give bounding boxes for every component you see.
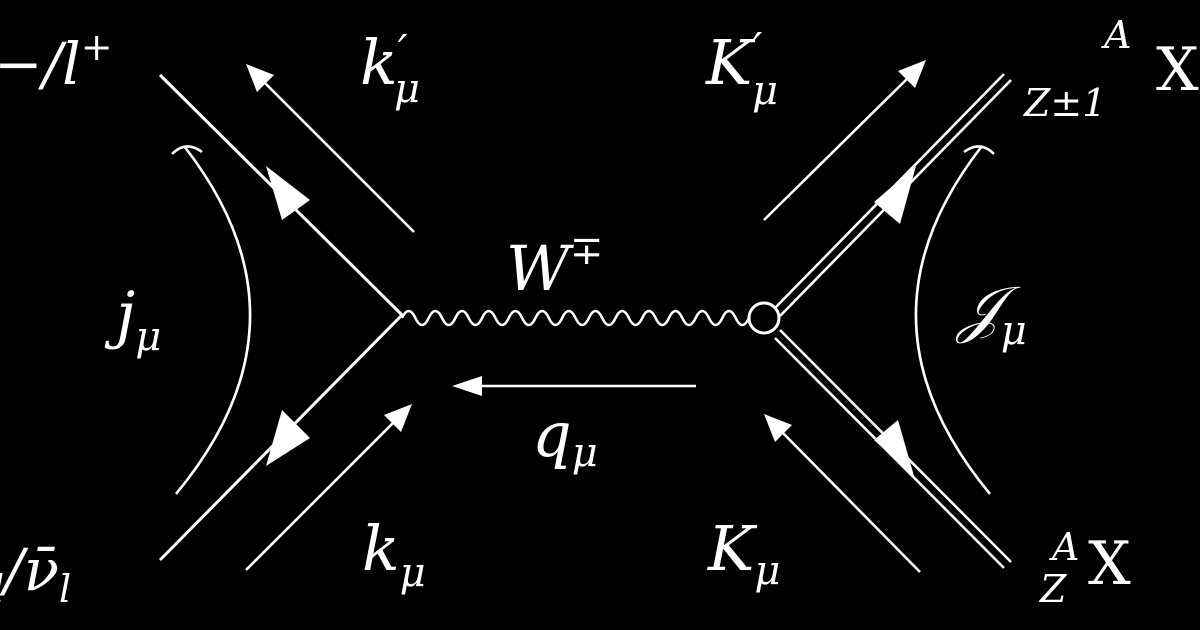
J-current-label: 𝒥μ — [955, 272, 1027, 354]
q-label: qμ — [532, 398, 598, 476]
k-label: kμ — [362, 512, 426, 596]
svg-text:Z: Z — [1039, 567, 1067, 611]
lepton-current-arc-tip — [171, 145, 203, 155]
svg-text:Z±1: Z±1 — [1023, 81, 1106, 125]
k-momentum-arrow — [245, 417, 399, 571]
w-boson-propagator — [400, 309, 751, 327]
K-label: Kμ — [707, 512, 780, 594]
hadron-current-arc — [914, 145, 992, 495]
lepton-current-arc — [174, 145, 252, 495]
svg-text:X: X — [1088, 529, 1131, 599]
incoming-nucleus-label: A Z X — [1039, 525, 1131, 611]
k-momentum-arrowhead — [384, 404, 412, 432]
K-prime-label: K′μ — [705, 24, 778, 114]
q-momentum-arrowhead — [452, 376, 482, 396]
K-momentum-arrow — [777, 427, 921, 573]
k-prime-label: k′μ — [360, 26, 420, 112]
svg-text:A: A — [1101, 13, 1131, 57]
incoming-lepton-label: l/ν̄l — [0, 536, 71, 611]
svg-text:A: A — [1049, 525, 1079, 569]
k-prime-momentum-arrowhead — [246, 64, 274, 92]
j-current-label: jμ — [104, 278, 161, 360]
nuclear-vertex — [747, 301, 781, 335]
outgoing-lepton-label: −/l+ — [0, 25, 113, 98]
K-momentum-arrowhead — [764, 414, 792, 442]
svg-text:X: X — [1156, 35, 1199, 105]
w-boson-label: W∓ — [506, 228, 603, 305]
k-prime-momentum-arrow — [259, 77, 415, 233]
incoming-lepton-arrow — [266, 410, 310, 466]
outgoing-nucleus-arrow — [874, 166, 916, 224]
outgoing-nucleus-label: A Z±1 X — [1023, 13, 1199, 125]
outgoing-lepton-arrow — [266, 166, 310, 220]
incoming-nucleus-arrow — [874, 420, 914, 476]
hadron-current-arc-tip — [963, 145, 995, 155]
K-prime-momentum-arrow — [763, 73, 913, 221]
K-prime-momentum-arrowhead — [898, 60, 926, 88]
